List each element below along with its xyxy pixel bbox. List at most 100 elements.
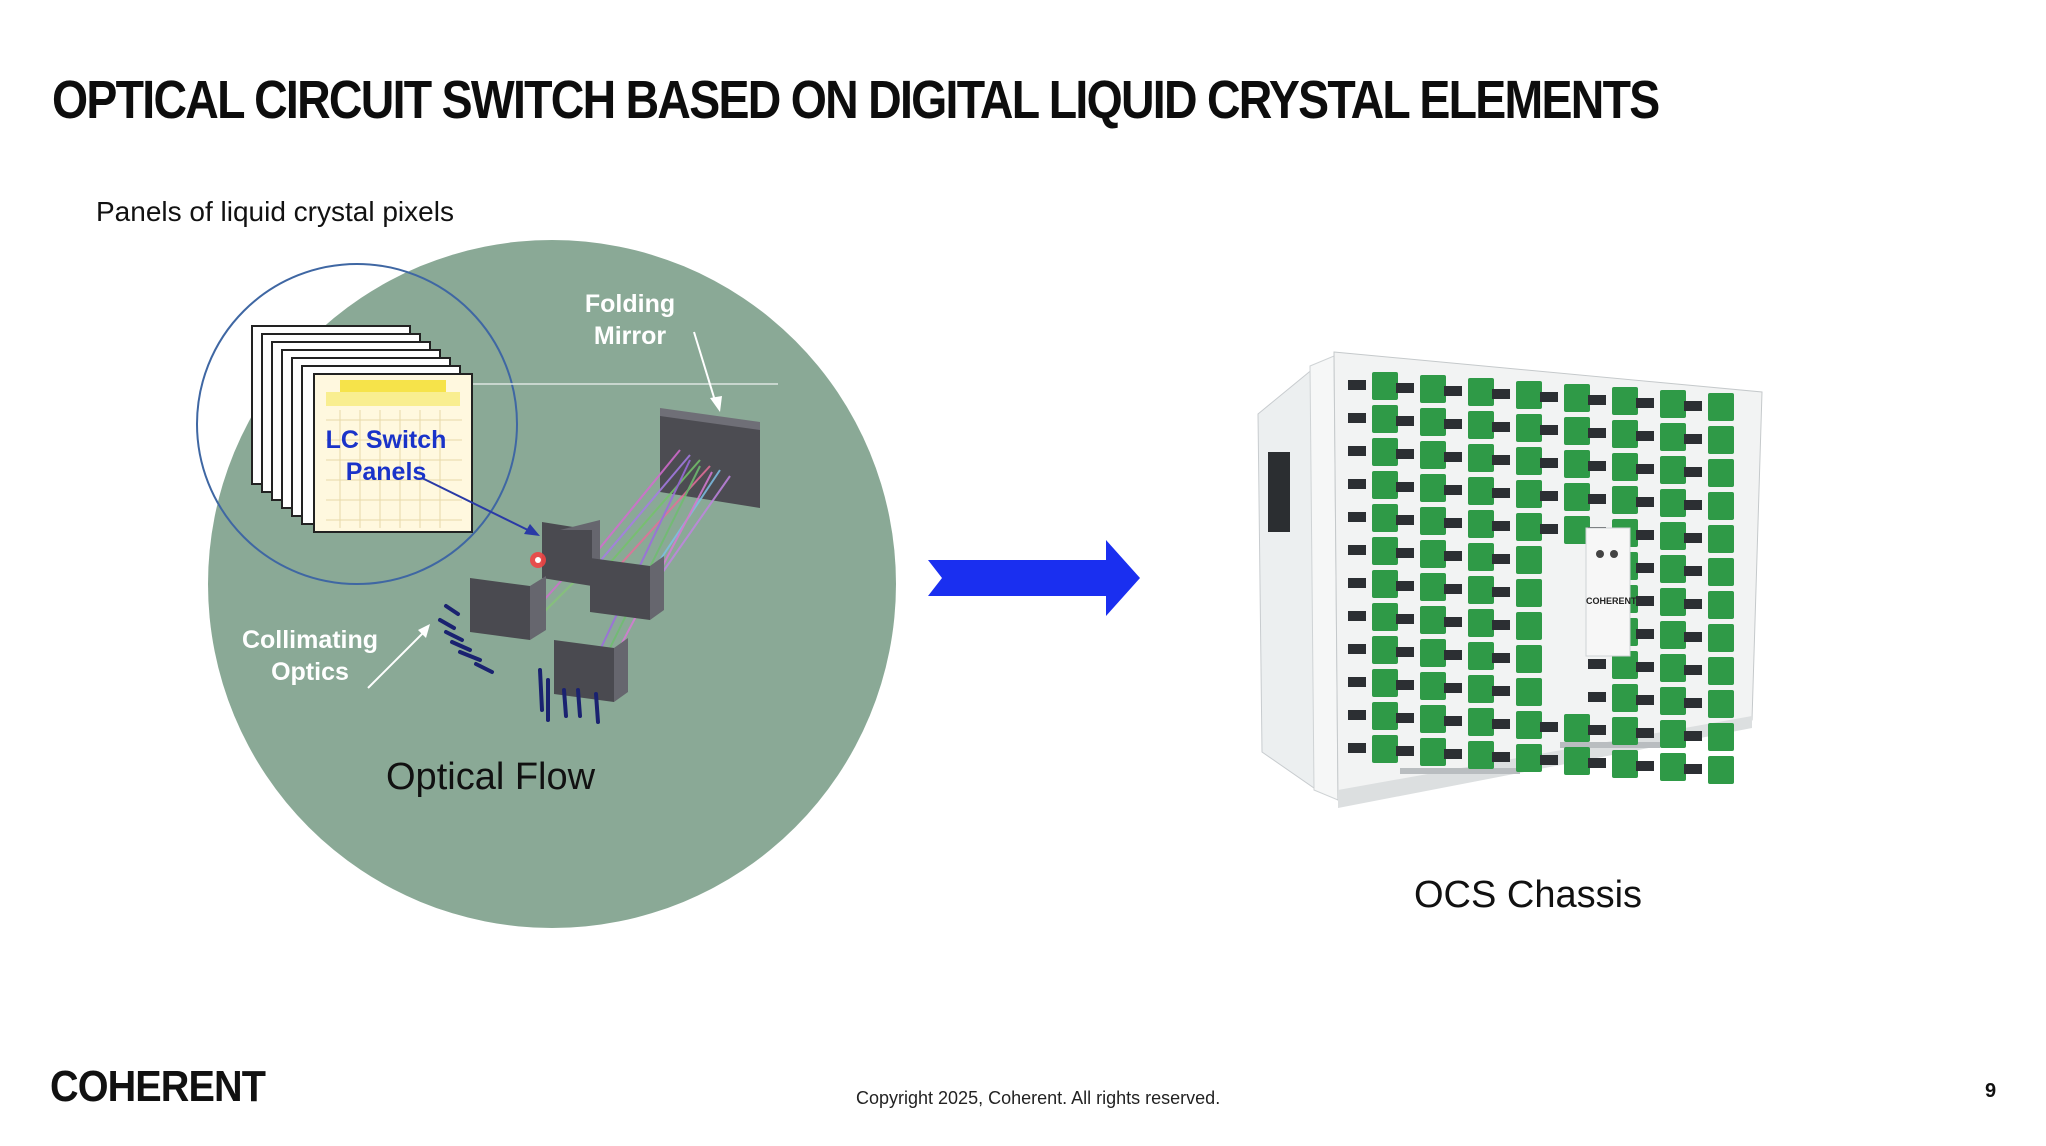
connector	[1660, 687, 1686, 715]
connector	[1708, 657, 1734, 685]
connector-port	[1588, 428, 1606, 438]
connector	[1420, 507, 1446, 535]
connector	[1468, 477, 1494, 505]
connector-port	[1348, 545, 1366, 555]
connector	[1372, 702, 1398, 730]
connector-port	[1348, 413, 1366, 423]
connector	[1564, 714, 1590, 742]
connector-port	[1588, 725, 1606, 735]
connector-port	[1492, 389, 1510, 399]
connector	[1516, 678, 1542, 706]
connector-port	[1444, 518, 1462, 528]
connector-port	[1348, 479, 1366, 489]
connector-port	[1684, 401, 1702, 411]
connector-port	[1684, 665, 1702, 675]
connector	[1468, 510, 1494, 538]
connector-port	[1636, 596, 1654, 606]
connector-port	[1444, 584, 1462, 594]
connector-port	[1684, 698, 1702, 708]
chassis-brand-mark: COHERENT	[1586, 596, 1637, 606]
connector	[1564, 516, 1590, 544]
connector-port	[1492, 719, 1510, 729]
connector	[1564, 417, 1590, 445]
optic-blocks	[470, 520, 664, 702]
connector	[1420, 540, 1446, 568]
connector	[1708, 459, 1734, 487]
connector	[1468, 708, 1494, 736]
connector-port	[1588, 659, 1606, 669]
connector-port	[1636, 497, 1654, 507]
collimating-fibers	[438, 604, 600, 724]
connector	[1564, 450, 1590, 478]
connector-port	[1636, 563, 1654, 573]
connector-port	[1444, 650, 1462, 660]
connector-port	[1492, 686, 1510, 696]
connector-port	[1588, 395, 1606, 405]
connector	[1516, 744, 1542, 772]
folding-mirror-label: Folding Mirror	[584, 290, 676, 350]
lc-switch-panels-label: LC Switch Panels	[325, 426, 447, 486]
copyright-text: Copyright 2025, Coherent. All rights res…	[856, 1088, 1221, 1108]
right-arrow-icon	[928, 540, 1140, 616]
connector-port	[1540, 458, 1558, 468]
connector	[1468, 444, 1494, 472]
connector-port	[1588, 692, 1606, 702]
connector-port	[1444, 716, 1462, 726]
connector-port	[1444, 617, 1462, 627]
connector-port	[1492, 422, 1510, 432]
connector	[1516, 612, 1542, 640]
connector	[1612, 486, 1638, 514]
connector-port	[1444, 749, 1462, 759]
connector-port	[1540, 491, 1558, 501]
connector	[1516, 480, 1542, 508]
connector-port	[1588, 758, 1606, 768]
connector-port	[1684, 764, 1702, 774]
connector	[1660, 588, 1686, 616]
folding-mirror	[660, 408, 760, 508]
zoom-circle	[196, 263, 518, 585]
connector-port	[1636, 431, 1654, 441]
connector	[1420, 639, 1446, 667]
connector	[1468, 741, 1494, 769]
connector-port	[1348, 446, 1366, 456]
pointer-arrows	[367, 331, 722, 689]
connector-port	[1588, 461, 1606, 471]
connector-port	[1540, 425, 1558, 435]
connector-port	[1636, 464, 1654, 474]
connector	[1516, 645, 1542, 673]
connector	[1708, 426, 1734, 454]
connector	[1372, 570, 1398, 598]
connector	[1516, 513, 1542, 541]
connector	[1372, 537, 1398, 565]
connector	[1708, 525, 1734, 553]
connector-port	[1636, 662, 1654, 672]
connector-port	[1444, 419, 1462, 429]
connector-port	[1348, 710, 1366, 720]
connector-port	[1492, 488, 1510, 498]
connector	[1612, 717, 1638, 745]
connector-port	[1540, 722, 1558, 732]
connector-port	[1492, 653, 1510, 663]
connector	[1708, 624, 1734, 652]
connector-port	[1444, 386, 1462, 396]
connector-port	[1348, 743, 1366, 753]
connector	[1612, 684, 1638, 712]
connector	[1516, 414, 1542, 442]
connector-port	[1348, 644, 1366, 654]
connector	[1708, 690, 1734, 718]
connector	[1372, 471, 1398, 499]
connector	[1660, 555, 1686, 583]
connector-port	[1684, 500, 1702, 510]
connector	[1516, 447, 1542, 475]
optical-flow-label: Optical Flow	[386, 756, 596, 798]
connector-port	[1588, 494, 1606, 504]
connector-port	[1492, 752, 1510, 762]
connector-port	[1396, 680, 1414, 690]
connector-port	[1444, 452, 1462, 462]
connector-port	[1684, 566, 1702, 576]
connector-port	[1636, 695, 1654, 705]
connector	[1708, 723, 1734, 751]
connector-port	[1348, 611, 1366, 621]
connector	[1420, 738, 1446, 766]
connector-port	[1396, 449, 1414, 459]
